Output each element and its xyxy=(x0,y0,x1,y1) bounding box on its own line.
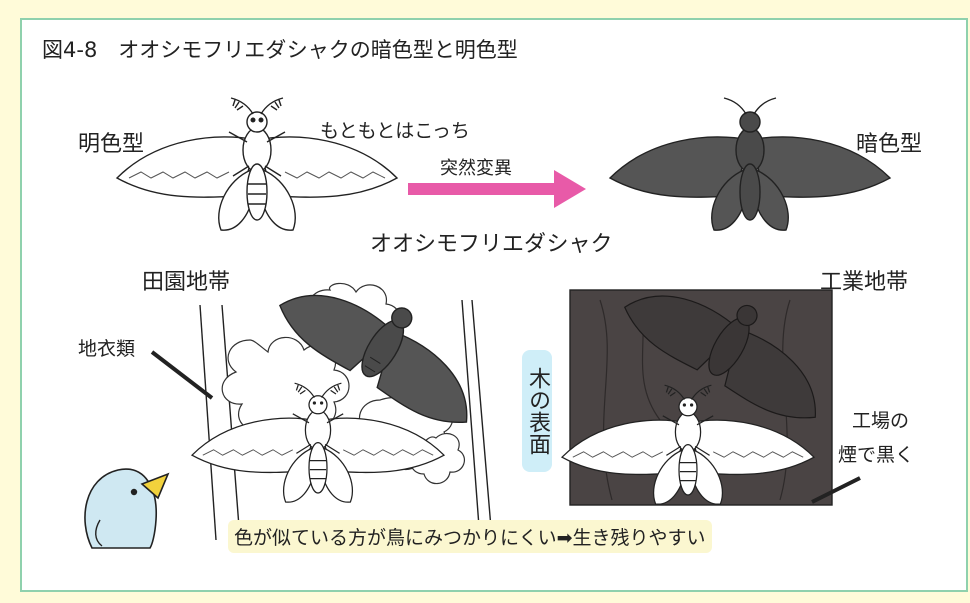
bird-icon xyxy=(84,468,170,549)
rural-label: 田園地帯 xyxy=(142,270,231,295)
lichen-pointer xyxy=(150,350,214,400)
caption: 色が似ている方が鳥にみつかりにくい➡生き残りやすい xyxy=(228,520,712,553)
dark-moth-top xyxy=(608,97,892,231)
tree-surface-label: 木の表面 xyxy=(522,350,552,472)
mutation-label: 突然変異 xyxy=(440,158,512,179)
figure-title: 図4-8 オオシモフリエダシャクの暗色型と明色型 xyxy=(42,38,518,62)
light-moth-top: .w,.b{fill:#fff;stroke:#222;stroke-width… xyxy=(116,97,398,231)
dark-moth-industrial xyxy=(623,295,816,419)
rural-tree-trunk xyxy=(199,299,493,541)
soot-label-line2: 煙で黒く xyxy=(838,444,915,466)
lichen-label: 地衣類 xyxy=(78,338,136,360)
species-label: オオシモフリエダシャク xyxy=(370,232,613,257)
industrial-label: 工業地帯 xyxy=(820,270,909,295)
soot-pointer xyxy=(811,476,861,504)
original-form-label: もともとはこっち xyxy=(320,120,470,142)
dark-moth-rural xyxy=(279,294,468,423)
soot-label-line1: 工場の xyxy=(852,410,910,432)
mutation-arrow xyxy=(408,170,586,208)
dark-form-label: 暗色型 xyxy=(856,132,923,157)
light-form-label: 明色型 xyxy=(78,132,145,157)
